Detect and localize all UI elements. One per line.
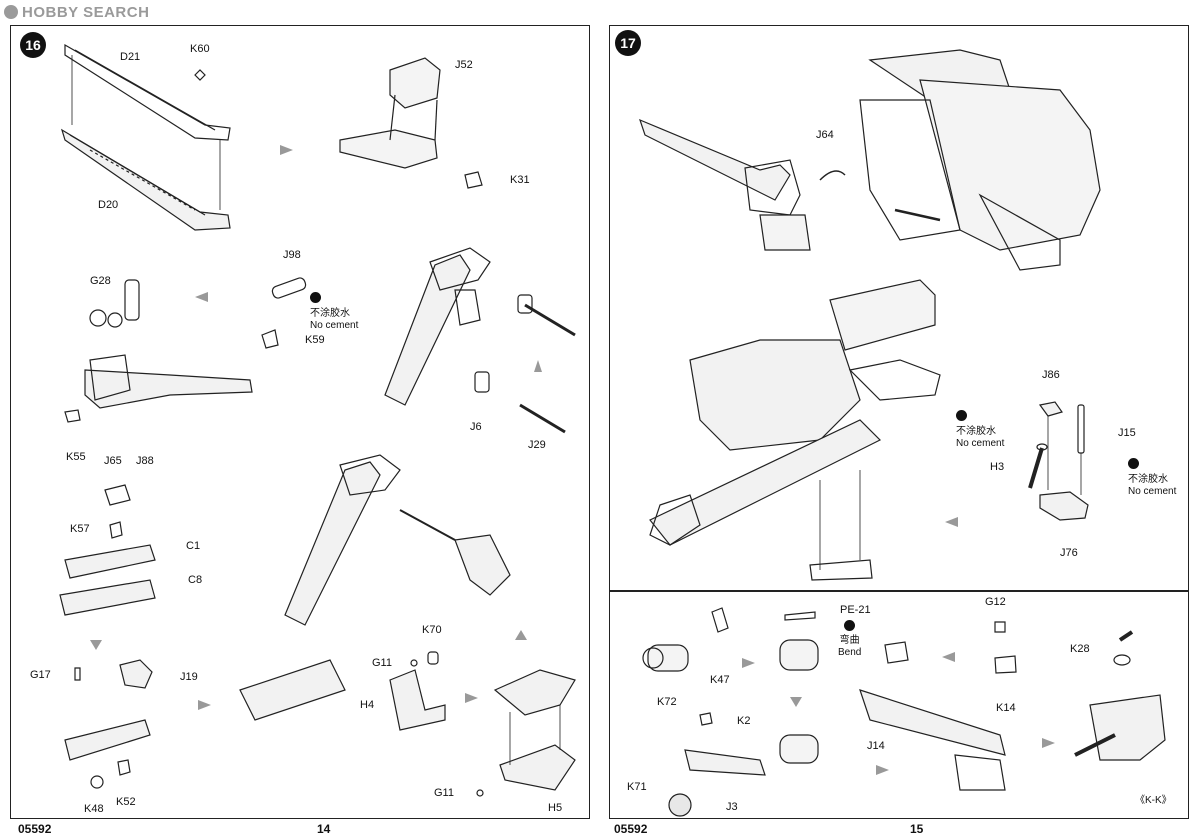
label-d21: D21 bbox=[120, 51, 141, 63]
label-j86: J86 bbox=[1042, 369, 1060, 381]
part-leg-bottom-drawing bbox=[239, 454, 511, 721]
label-g11-upper: G11 bbox=[372, 657, 392, 669]
flow-arrows-left bbox=[90, 145, 542, 710]
sub-parts-drawing bbox=[642, 607, 1166, 817]
label-pe21: PE-21 bbox=[840, 604, 871, 616]
step-16-badge: 16 bbox=[20, 32, 46, 58]
part-j52-k31-drawing bbox=[339, 57, 483, 189]
label-c1: C1 bbox=[186, 540, 201, 552]
label-h4: H4 bbox=[360, 699, 375, 711]
right-code: 05592 bbox=[614, 822, 648, 836]
label-j76: J76 bbox=[1060, 547, 1078, 559]
label-j19: J19 bbox=[180, 671, 198, 683]
label-j64: J64 bbox=[816, 129, 834, 141]
part-h5-drawing bbox=[476, 669, 576, 797]
label-k31: K31 bbox=[510, 174, 530, 186]
label-c8: C8 bbox=[188, 574, 203, 586]
label-j29: J29 bbox=[528, 439, 546, 451]
watermark-icon bbox=[4, 5, 18, 19]
bend-icon bbox=[844, 620, 856, 631]
part-j86-j15-h3-j76-drawing bbox=[1028, 401, 1089, 521]
left-code: 05592 bbox=[18, 822, 52, 836]
sub-assembly-panel bbox=[609, 591, 1189, 819]
label-k59: K59 bbox=[305, 334, 325, 346]
label-k55: K55 bbox=[66, 451, 86, 463]
label-g28: G28 bbox=[90, 275, 111, 287]
step-17-panel bbox=[609, 25, 1189, 591]
step-17-badge: 17 bbox=[615, 30, 641, 56]
left-page-number: 14 bbox=[317, 822, 331, 836]
part-h4-drawing bbox=[389, 651, 446, 731]
part-g28-assembly-drawing bbox=[64, 279, 253, 423]
part-c1-c8-drawing bbox=[59, 484, 156, 616]
label-k71: K71 bbox=[627, 781, 647, 793]
no-cement-note-right-1: 不涂胶水 No cement bbox=[956, 410, 1004, 450]
label-k47: K47 bbox=[710, 674, 730, 686]
label-g12: G12 bbox=[985, 596, 1006, 608]
label-g11-lower: G11 bbox=[434, 787, 454, 799]
part-lower-assembly-drawing bbox=[649, 279, 941, 581]
flow-arrows-right bbox=[742, 517, 1055, 775]
bend-note: 弯曲 Bend bbox=[838, 620, 861, 659]
part-d21-d20-drawing bbox=[60, 43, 231, 231]
label-k72: K72 bbox=[657, 696, 677, 708]
part-k48-k52-drawing bbox=[64, 719, 151, 789]
label-k57: K57 bbox=[70, 523, 90, 535]
watermark: HOBBY SEARCH bbox=[4, 4, 149, 21]
label-d20: D20 bbox=[98, 199, 119, 211]
label-j52: J52 bbox=[455, 59, 473, 71]
part-j98-k59-drawing bbox=[261, 277, 307, 349]
label-j65: J65 bbox=[104, 455, 122, 467]
right-page-number: 15 bbox=[910, 822, 924, 836]
label-h3: H3 bbox=[990, 461, 1005, 473]
no-cement-note-right-2: 不涂胶水 No cement bbox=[1128, 458, 1176, 498]
label-k48: K48 bbox=[84, 803, 104, 815]
no-cement-icon bbox=[956, 410, 967, 421]
label-k52: K52 bbox=[116, 796, 136, 808]
label-k14: K14 bbox=[996, 702, 1016, 714]
part-g17-j19-drawing bbox=[74, 659, 153, 689]
label-h5: H5 bbox=[548, 802, 563, 814]
label-j98: J98 bbox=[283, 249, 301, 261]
no-cement-note-left: 不涂胶水 No cement bbox=[310, 292, 358, 332]
part-j64-main-assembly-drawing bbox=[639, 49, 1101, 271]
part-leg-assembly-drawing bbox=[384, 247, 576, 434]
label-j3: J3 bbox=[726, 801, 738, 813]
label-j6: J6 bbox=[470, 421, 482, 433]
label-k70: K70 bbox=[422, 624, 442, 636]
label-j88: J88 bbox=[136, 455, 154, 467]
label-j15: J15 bbox=[1118, 427, 1136, 439]
label-k28: K28 bbox=[1070, 643, 1090, 655]
step-16-panel bbox=[10, 25, 590, 819]
label-k2: K2 bbox=[737, 715, 751, 727]
label-g17: G17 bbox=[30, 669, 51, 681]
view-note: 《K-K》 bbox=[1135, 795, 1172, 806]
no-cement-icon bbox=[310, 292, 321, 303]
label-k60: K60 bbox=[190, 43, 210, 55]
label-j14: J14 bbox=[867, 740, 885, 752]
no-cement-icon bbox=[1128, 458, 1139, 469]
